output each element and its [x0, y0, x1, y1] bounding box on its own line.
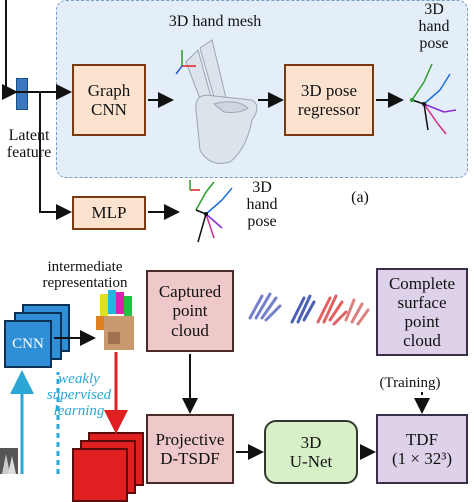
pose-skeleton-top — [410, 63, 457, 135]
mesh-title: 3D hand mesh — [168, 13, 262, 30]
diagram-drawings — [0, 0, 457, 474]
weakly-supervised-label: weakly supervised learning — [46, 371, 112, 419]
arrow-input-down — [2, 0, 18, 100]
mesh-axes-icon — [175, 50, 196, 75]
cnn-box: CNN — [4, 320, 52, 368]
pose-label-bottom: 3D hand pose — [246, 179, 278, 230]
intermediate-label: intermediate representation — [42, 259, 128, 291]
unet-box: 3D U-Net — [264, 420, 358, 484]
tdf-box: TDF (1 × 32³) — [376, 414, 468, 484]
pose-label-top: 3D hand pose — [418, 1, 450, 52]
point-cloud-hands — [248, 292, 370, 326]
panel-b-arrows — [9, 330, 430, 474]
intermediate-hand-graphic — [96, 290, 134, 350]
panel-a-arrows — [2, 0, 404, 220]
captured-point-cloud-box: Captured point cloud — [146, 270, 234, 352]
depth-image-thumbnail — [0, 448, 18, 474]
caption-a: (a) — [351, 189, 369, 206]
complete-surface-box: Complete surface point cloud — [376, 268, 468, 356]
pose-regressor-box: 3D pose regressor — [284, 64, 374, 136]
arrow-latent-to-mlp — [39, 160, 72, 220]
graph-cnn-box: Graph CNN — [72, 64, 146, 136]
training-label: (Training) — [379, 375, 441, 391]
hand-mesh-graphic — [185, 39, 258, 164]
mlp-box: MLP — [72, 196, 146, 230]
pose-skeleton-bottom — [189, 180, 233, 243]
